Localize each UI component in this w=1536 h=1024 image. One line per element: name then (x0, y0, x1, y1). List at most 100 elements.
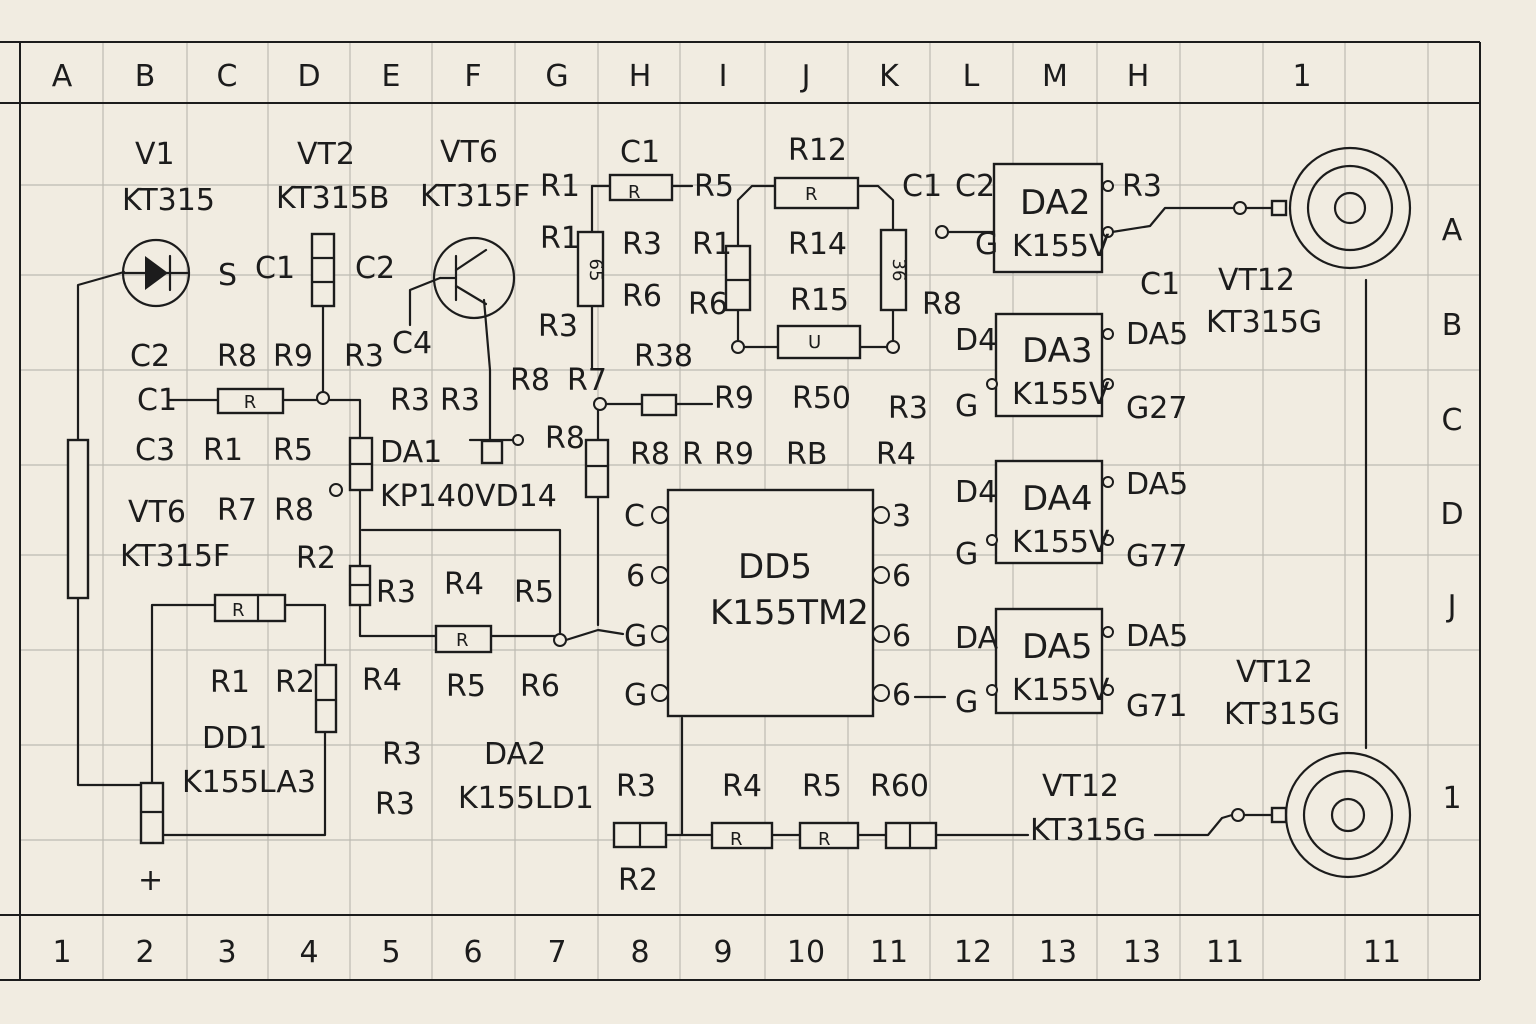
label-r6-a: R6 (622, 279, 662, 314)
label-r12: R12 (788, 133, 847, 168)
resistor-left-bottom: R (213, 593, 287, 623)
label-r6-c: R6 (520, 669, 560, 704)
label-r8-a: R8 (922, 287, 962, 322)
label-r2-b: R2 (275, 665, 315, 700)
label-pin-6c: 6 (892, 619, 911, 654)
label-r14: R14 (788, 227, 847, 262)
side-row-label-2: B (1442, 308, 1463, 343)
label-r5-b: R5 (273, 433, 313, 468)
chip-dd5 (651, 488, 890, 718)
label-vt6: VT6 (440, 135, 498, 170)
label-r4-a: R4 (876, 437, 916, 472)
label-r1-d: R1 (203, 433, 243, 468)
label-r3-d: R3 (344, 339, 384, 374)
label-pin-3: 3 (892, 499, 911, 534)
connector-jack-top (1270, 146, 1412, 270)
label-vt2-type: KT315B (276, 181, 390, 216)
label-r3-b: R3 (538, 309, 578, 344)
diode-v1-symbol (121, 238, 191, 308)
resistor-mark: 65 (585, 259, 606, 282)
label-da2-type: K155V (1012, 229, 1110, 264)
label-r5-e: R5 (802, 769, 842, 804)
side-row-label-1: A (1442, 213, 1463, 248)
label-c1-d: C1 (1140, 267, 1180, 302)
header-column-label-6: F (464, 59, 481, 94)
label-da5-type: K155V (1012, 673, 1110, 708)
label-pin-g1: G (624, 619, 647, 654)
label-r4-c: R4 (362, 663, 402, 698)
label-c4: C4 (392, 326, 432, 361)
label-g27: G27 (1126, 391, 1187, 426)
label-pin-6b: 6 (892, 559, 911, 594)
label-vt12-b-type: KT315G (1030, 813, 1146, 848)
resistor-r2-bottom (612, 821, 668, 849)
resistor-r12: R (773, 176, 860, 210)
label-d4-a: D4 (955, 323, 997, 358)
label-da3-type: K155V (1012, 377, 1110, 412)
label-rb: RB (786, 437, 827, 472)
label-c1-e: C1 (137, 383, 177, 418)
resistor-mark: R (456, 630, 469, 651)
label-r1-c: R1 (692, 227, 732, 262)
footer-column-label-1: 1 (52, 935, 71, 970)
label-da5-c: DA5 (1126, 619, 1188, 654)
resistor-mark: R (730, 829, 743, 850)
label-pin-6d: 6 (892, 678, 911, 713)
resistor-vertical-da1 (348, 436, 374, 492)
label-r3-j: R3 (375, 787, 415, 822)
label-dd5: DD5 (738, 547, 812, 587)
label-da5-b: DA5 (1126, 467, 1188, 502)
label-dd5-type: K155TM2 (710, 593, 869, 633)
resistor-r5-bottom: R (798, 821, 860, 850)
label-r2-a: R2 (296, 541, 336, 576)
label-vt6-b-type: KT315F (120, 539, 230, 574)
chip-da2 (992, 162, 1114, 274)
label-r5-a: R5 (694, 169, 734, 204)
label-r-x: R (682, 437, 703, 472)
footer-column-label-10: 10 (787, 935, 825, 970)
header-column-label-1: A (52, 59, 73, 94)
resistor-vertical-r1: 65 (576, 230, 606, 308)
label-r3-a: R3 (622, 227, 662, 262)
resistor-top-h: R (608, 173, 674, 203)
label-da2-b-type: K155LD1 (458, 781, 594, 816)
label-r38: R38 (634, 339, 693, 374)
label-r4-d: R4 (722, 769, 762, 804)
label-v1-type: KT315 (122, 183, 215, 218)
header-column-label-10: J (800, 59, 811, 94)
header-column-label-5: E (382, 59, 401, 94)
label-g77: G77 (1126, 539, 1187, 574)
title-frame (0, 41, 1481, 981)
label-c1-a: C1 (255, 251, 295, 286)
label-da1-type: KP140VD14 (380, 479, 557, 514)
label-r3-h: R3 (376, 575, 416, 610)
resistor-r38 (640, 393, 678, 417)
label-c2-c: C2 (130, 339, 170, 374)
header-column-label-7: G (545, 59, 568, 94)
label-r3-g: R3 (888, 391, 928, 426)
label-plus: + (138, 863, 163, 898)
header-column-label-15: 1 (1292, 59, 1311, 94)
footer-column-label-9: 9 (713, 935, 732, 970)
header-column-label-9: I (719, 59, 728, 94)
label-r60: R60 (870, 769, 929, 804)
label-r6-b: R6 (688, 287, 728, 322)
resistor-vertical-r3-mid (348, 564, 372, 607)
label-r2-c: R2 (618, 863, 658, 898)
label-pin-g2: G (624, 678, 647, 713)
label-vt12-a-type: KT315G (1206, 305, 1322, 340)
header-column-label-2: B (135, 59, 156, 94)
label-r8-b: R8 (217, 339, 257, 374)
capacitor-c1-symbol (310, 232, 336, 308)
label-g-a: G (975, 227, 998, 262)
footer-column-label-14: 13 (1123, 935, 1161, 970)
label-d4-b: D4 (955, 475, 997, 510)
label-r4-b: R4 (444, 567, 484, 602)
label-r1-a: R1 (540, 169, 580, 204)
label-vt2: VT2 (297, 137, 355, 172)
chip-da4 (986, 459, 1114, 565)
header-column-label-12: L (963, 59, 980, 94)
side-row-label-5: J (1446, 589, 1457, 624)
label-da4-type: K155V (1012, 525, 1110, 560)
